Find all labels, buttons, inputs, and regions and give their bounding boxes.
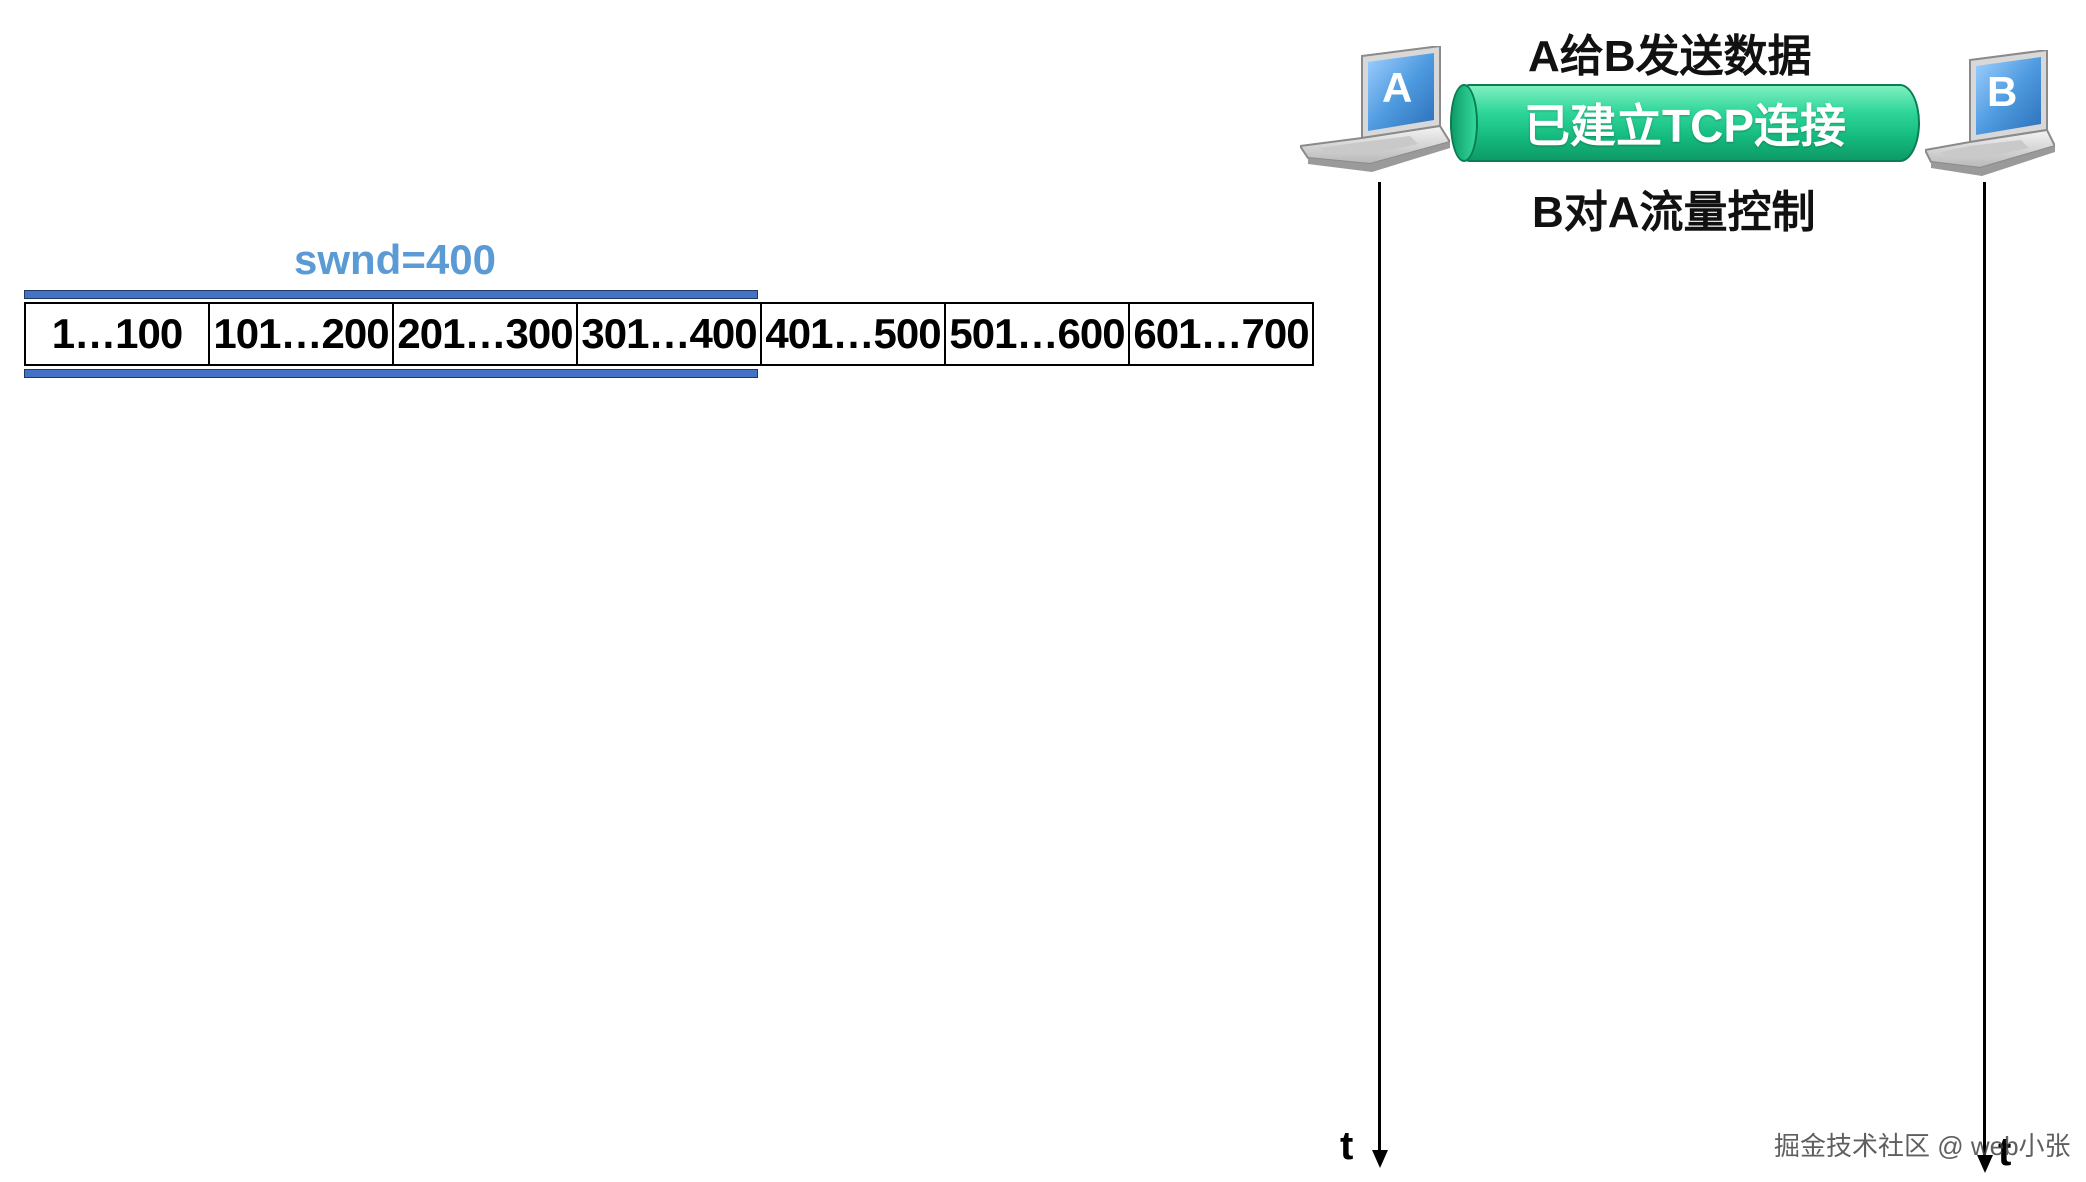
flow-control-title: B对A流量控制 [1532,188,1816,237]
host-a-time-label: t [1340,1124,1354,1168]
segment-6: 501…600 [946,304,1130,364]
segment-4: 301…400 [578,304,762,364]
segment-5: 401…500 [762,304,946,364]
segment-2: 101…200 [210,304,394,364]
tcp-connection-tube: 已建立TCP连接 [1450,84,1920,162]
send-window-label: swnd=400 [294,236,496,283]
segment-3: 201…300 [394,304,578,364]
host-a-timeline [1378,182,1381,1152]
byte-sequence-strip: 1…100 101…200 201…300 301…400 401…500 50… [24,302,1314,366]
arrow-down-icon [1977,1155,1993,1173]
arrow-down-icon [1372,1150,1388,1168]
data-direction-title: A给B发送数据 [1528,32,1812,81]
host-b-laptop: B [1923,48,2057,190]
send-window-bottom-bar [24,369,758,378]
segment-1: 1…100 [26,304,210,364]
watermark: 掘金技术社区 @ web小张 [1774,1131,2071,1161]
segment-7: 601…700 [1130,304,1314,364]
host-a-laptop: A [1298,44,1452,191]
send-window-top-bar [24,290,758,299]
host-b-timeline [1983,182,1986,1157]
host-a-letter: A [1382,64,1413,111]
host-b-time-label: t [1998,1130,2012,1174]
tcp-connection-label: 已建立TCP连接 [1524,100,1846,152]
laptop-icon [1298,44,1452,172]
host-b-letter: B [1987,68,2018,115]
